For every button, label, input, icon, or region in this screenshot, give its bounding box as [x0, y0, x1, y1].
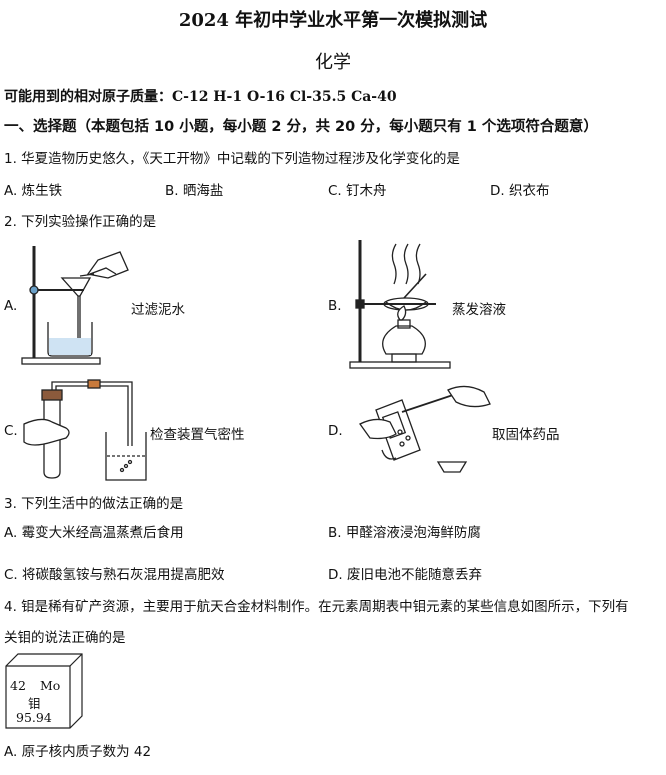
q1-option-a: A. 炼生铁: [4, 183, 63, 199]
q1-option-c: C. 钉木舟: [328, 183, 387, 199]
filtration-apparatus-icon: [21, 246, 129, 365]
question-2-stem: 2. 下列实验操作正确的是: [4, 214, 157, 230]
element-cell-box: [5, 653, 83, 729]
question-4-stem-line2: 关钼的说法正确的是: [4, 630, 126, 646]
subject-title: 化学: [315, 52, 351, 73]
q4-option-a: A. 原子核内质子数为 42: [4, 744, 152, 760]
q2-option-c-label: 检查装置气密性: [150, 427, 245, 443]
q2-option-b-label: 蒸发溶液: [452, 302, 506, 318]
q2-option-b-letter: B.: [328, 298, 342, 314]
q3-option-d: D. 废旧电池不能随意丢弃: [328, 567, 482, 583]
q2-option-a-letter: A.: [4, 298, 18, 314]
evaporation-apparatus-icon: [349, 240, 451, 369]
element-number: 42: [10, 678, 26, 693]
element-symbol: Mo: [40, 678, 61, 693]
question-3-stem: 3. 下列生活中的做法正确的是: [4, 496, 184, 512]
airtightness-check-icon: [23, 379, 147, 481]
q1-option-b: B. 晒海盐: [165, 183, 224, 199]
q2-option-d-label: 取固体药品: [492, 427, 560, 443]
question-4-stem-line1: 4. 钼是稀有矿产资源，主要用于航天合金材料制作。在元素周期表中钼元素的某些信息…: [4, 599, 629, 615]
q2-option-c-letter: C.: [4, 423, 18, 439]
q3-option-b: B. 甲醛溶液浸泡海鲜防腐: [328, 525, 481, 541]
solid-reagent-icon: [359, 385, 491, 473]
exam-title: 2024 年初中学业水平第一次模拟测试: [178, 10, 488, 31]
atomic-mass-line: 可能用到的相对原子质量：C-12 H-1 O-16 Cl-35.5 Ca-40: [4, 89, 397, 105]
section-title: 一、选择题（本题包括 10 小题，每小题 2 分，共 20 分，每小题只有 1 …: [4, 119, 598, 135]
element-mass: 95.94: [16, 710, 52, 725]
q3-option-a: A. 霉变大米经高温蒸煮后食用: [4, 525, 184, 541]
q2-option-d-letter: D.: [328, 423, 343, 439]
q3-option-c: C. 将碳酸氢铵与熟石灰混用提高肥效: [4, 567, 225, 583]
q2-option-a-label: 过滤泥水: [131, 302, 185, 318]
element-name: 钼: [28, 696, 41, 711]
q1-option-d: D. 织衣布: [490, 183, 550, 199]
question-1-stem: 1. 华夏造物历史悠久，《天工开物》中记载的下列造物过程涉及化学变化的是: [4, 151, 460, 167]
